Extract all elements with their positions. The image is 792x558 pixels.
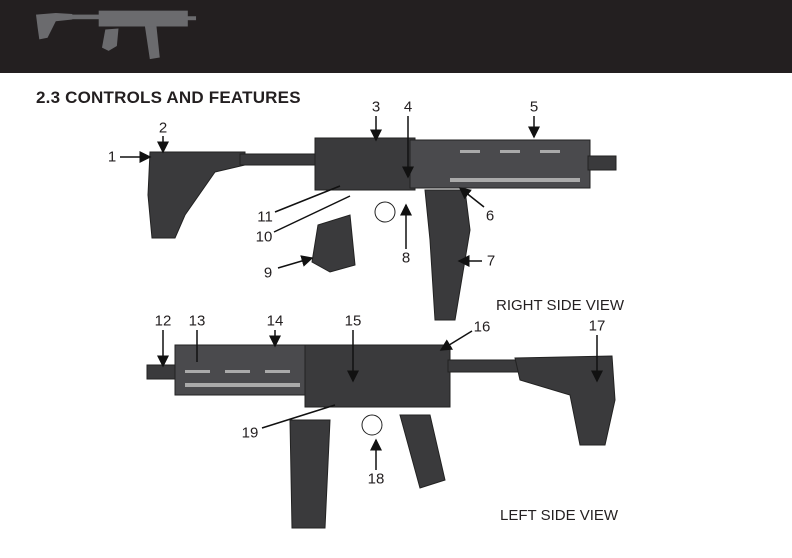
callout-7: 7 <box>486 252 496 270</box>
callout-18: 18 <box>367 470 385 488</box>
callout-14: 14 <box>266 312 284 330</box>
callout-6: 6 <box>485 207 495 225</box>
callout-11: 11 <box>257 208 273 226</box>
callout-15: 15 <box>344 312 362 330</box>
callout-2: 2 <box>158 119 168 137</box>
firearm-right-side <box>147 137 617 321</box>
callout-13: 13 <box>188 312 206 330</box>
callout-17: 17 <box>588 317 606 335</box>
callout-10: 10 <box>255 228 273 246</box>
left-side-view-label: LEFT SIDE VIEW <box>500 507 619 524</box>
callout-16: 16 <box>473 318 491 336</box>
header-banner <box>0 0 792 73</box>
callout-9: 9 <box>263 264 273 282</box>
callout-5: 5 <box>529 98 539 116</box>
callout-1: 1 <box>107 148 117 166</box>
banner-firearm-image <box>36 10 197 60</box>
callout-arrows <box>120 116 603 470</box>
callout-19: 19 <box>241 424 259 442</box>
callout-3: 3 <box>371 98 381 116</box>
callout-12: 12 <box>154 312 172 330</box>
callout-8: 8 <box>401 249 411 267</box>
right-side-view-label: RIGHT SIDE VIEW <box>496 297 625 314</box>
callout-4: 4 <box>403 98 413 116</box>
firearm-left-side <box>146 344 616 529</box>
section-title: 2.3 CONTROLS AND FEATURES <box>36 88 301 107</box>
